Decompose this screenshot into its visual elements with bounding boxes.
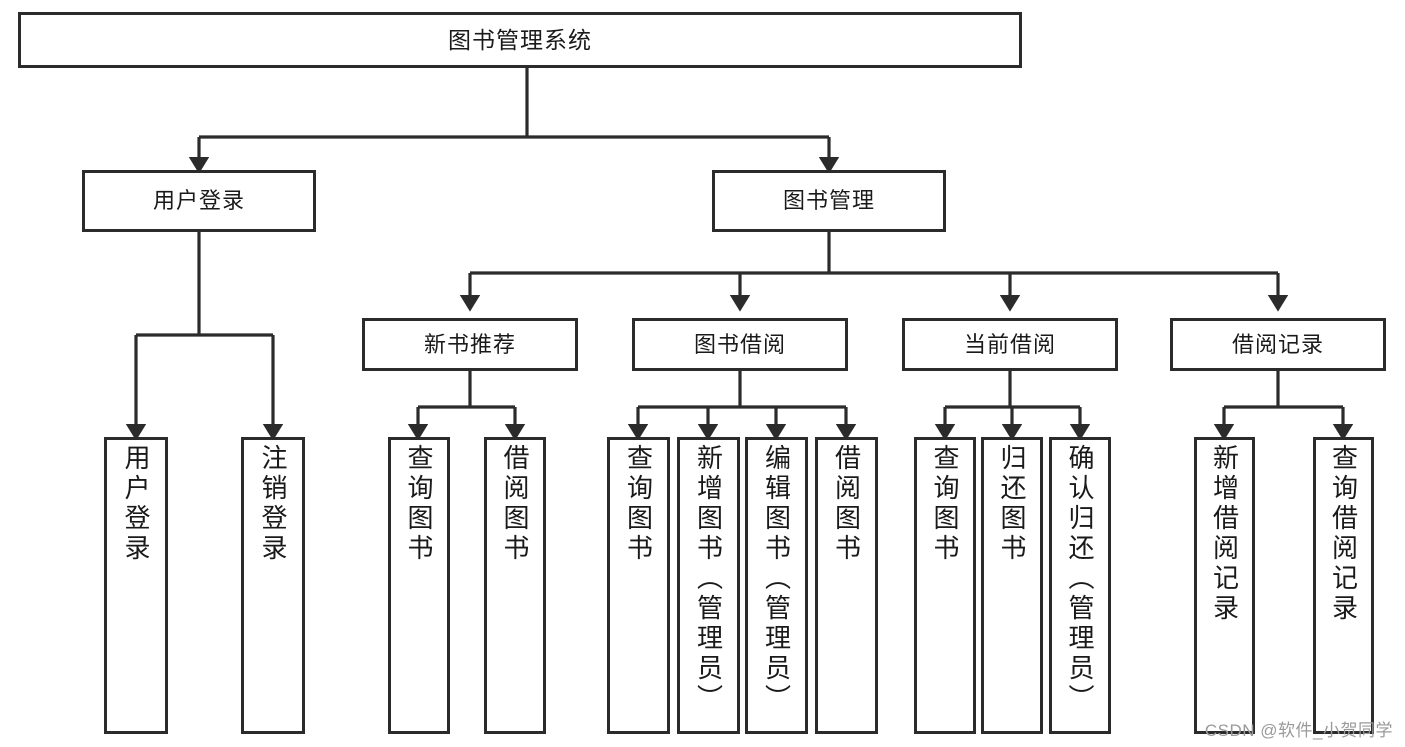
node-user-login[interactable]: 用户登录 <box>82 170 316 232</box>
node-label: 当前借阅 <box>963 331 1056 357</box>
node-book-management[interactable]: 图书管理 <box>712 170 946 232</box>
leaf-user-login-login[interactable]: 用户登录 <box>104 437 168 734</box>
node-label: 查询图书 <box>404 444 434 564</box>
node-label: 查询图书 <box>623 444 654 564</box>
node-label: 借阅记录 <box>1231 331 1324 357</box>
node-label: 注销登录 <box>258 444 288 564</box>
node-label: 图书管理系统 <box>448 26 592 53</box>
node-root-book-management-system[interactable]: 图书管理系统 <box>18 12 1022 68</box>
leaf-borrow-record-query-record[interactable]: 查询借阅记录 <box>1313 437 1374 734</box>
node-current-borrow[interactable]: 当前借阅 <box>902 318 1118 371</box>
node-label: 编辑图书（管理员） <box>761 444 792 714</box>
node-new-book-recommend[interactable]: 新书推荐 <box>362 318 578 371</box>
node-borrow-record[interactable]: 借阅记录 <box>1170 318 1386 371</box>
leaf-user-login-logout[interactable]: 注销登录 <box>241 437 305 734</box>
leaf-book-borrow-query-book[interactable]: 查询图书 <box>607 437 670 734</box>
node-label: 查询借阅记录 <box>1328 444 1359 624</box>
leaf-book-borrow-add-book-admin[interactable]: 新增图书（管理员） <box>677 437 740 734</box>
leaf-current-borrow-return-book[interactable]: 归还图书 <box>981 437 1043 734</box>
node-label: 借阅图书 <box>831 444 862 564</box>
leaf-new-book-query-book[interactable]: 查询图书 <box>388 437 450 734</box>
node-label: 新增图书（管理员） <box>693 444 724 714</box>
leaf-book-borrow-borrow-book[interactable]: 借阅图书 <box>815 437 878 734</box>
leaf-book-borrow-edit-book-admin[interactable]: 编辑图书（管理员） <box>745 437 808 734</box>
node-label: 图书管理 <box>782 188 875 214</box>
leaf-borrow-record-add-record[interactable]: 新增借阅记录 <box>1194 437 1255 734</box>
node-book-borrow[interactable]: 图书借阅 <box>632 318 848 371</box>
node-label: 用户登录 <box>121 444 151 564</box>
node-label: 新书推荐 <box>423 331 516 357</box>
leaf-current-borrow-confirm-return-admin[interactable]: 确认归还（管理员） <box>1049 437 1111 734</box>
node-label: 新增借阅记录 <box>1209 444 1240 624</box>
leaf-current-borrow-query-book[interactable]: 查询图书 <box>914 437 976 734</box>
watermark-text: CSDN @软件_小贺同学 <box>1204 721 1393 740</box>
node-label: 查询图书 <box>930 444 960 564</box>
leaf-new-book-borrow-book[interactable]: 借阅图书 <box>484 437 546 734</box>
node-label: 图书借阅 <box>693 331 786 357</box>
node-label: 归还图书 <box>997 444 1027 564</box>
node-label: 用户登录 <box>152 188 245 214</box>
node-label: 确认归还（管理员） <box>1065 444 1095 714</box>
node-label: 借阅图书 <box>500 444 530 564</box>
